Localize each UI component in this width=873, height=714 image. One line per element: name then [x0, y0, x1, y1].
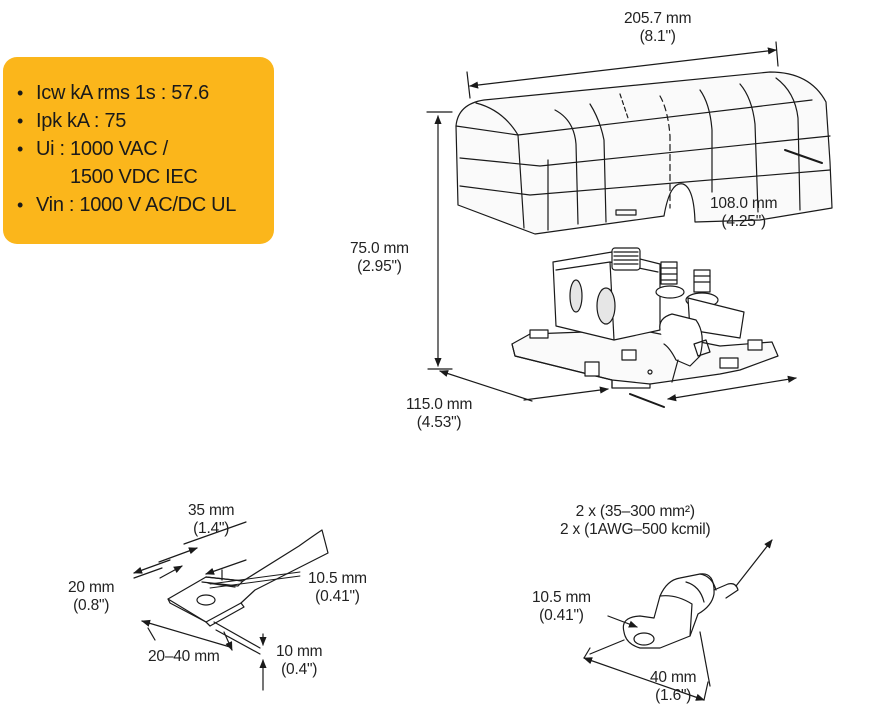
spec-box: Icw kA rms 1s : 57.6 Ipk kA : 75 Ui : 10… — [3, 57, 274, 244]
spec-list: Icw kA rms 1s : 57.6 Ipk kA : 75 Ui : 10… — [17, 79, 274, 219]
base-unit-drawing — [511, 247, 779, 389]
spec-item-ipk: Ipk kA : 75 — [17, 107, 274, 135]
dim-busbar-hole: 10.5 mm(0.41") — [308, 570, 367, 605]
lug-drawing — [583, 539, 773, 701]
dim-width-top: 205.7 mm(8.1") — [624, 10, 692, 45]
dim-busbar-width: 20 mm(0.8") — [68, 579, 115, 614]
dim-height: 75.0 mm(2.95") — [350, 240, 409, 275]
dimension-lines — [426, 41, 797, 408]
dim-busbar-range: 20–40 mm — [148, 648, 220, 665]
busbar-drawing — [133, 521, 329, 691]
dim-depth: 108.0 mm(4.25") — [710, 195, 778, 230]
spec-item-icw: Icw kA rms 1s : 57.6 — [17, 79, 274, 107]
dim-lug-cable: 2 x (35–300 mm²)2 x (1AWG–500 kcmil) — [560, 503, 711, 538]
spec-item-ui: Ui : 1000 VAC /1500 VDC IEC — [17, 135, 274, 191]
cover-drawing — [455, 71, 833, 235]
dim-lug-length: 40 mm(1.6") — [650, 669, 697, 704]
dim-busbar-length: 35 mm(1.4") — [188, 502, 235, 537]
spec-item-vin: Vin : 1000 V AC/DC UL — [17, 191, 274, 219]
dim-lug-hole: 10.5 mm(0.41") — [532, 589, 591, 624]
dim-front: 115.0 mm(4.53") — [406, 396, 473, 431]
dim-busbar-thickness: 10 mm(0.4") — [276, 643, 323, 678]
